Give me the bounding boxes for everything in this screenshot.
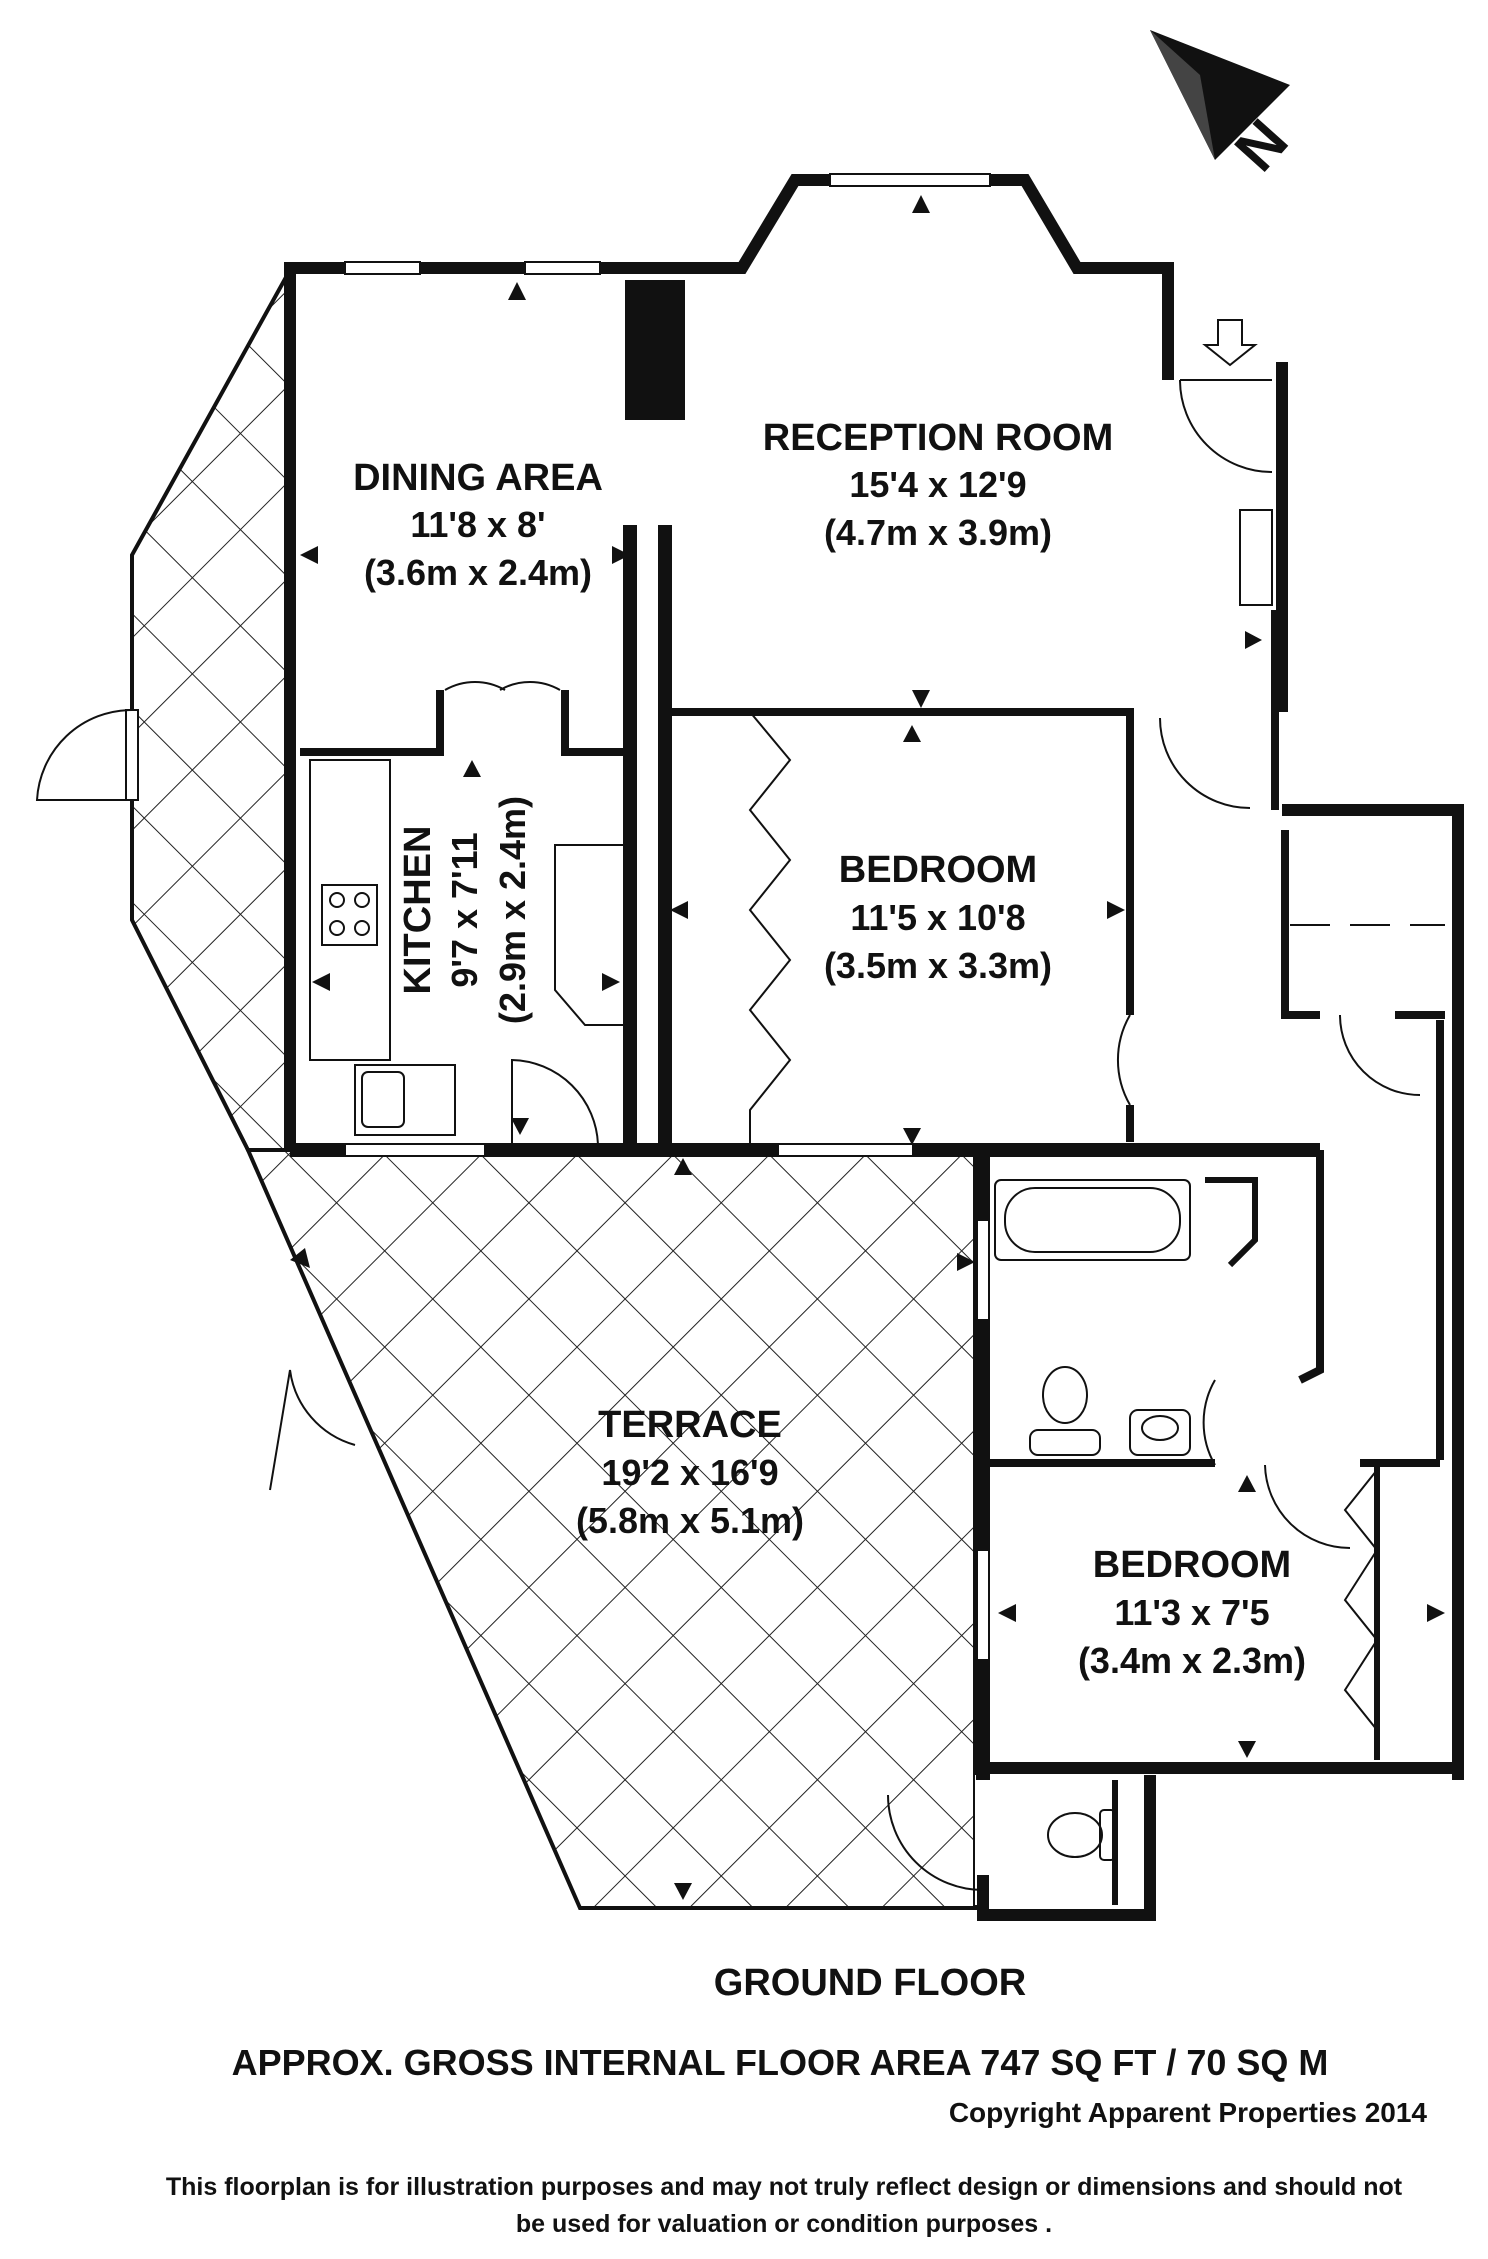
dining-window-2	[524, 261, 601, 275]
fixtures	[309, 509, 1445, 1861]
bathroom-window	[976, 1219, 990, 1321]
disclaimer-line-2: be used for valuation or condition purpo…	[516, 2210, 1052, 2238]
room-fills	[300, 180, 1460, 1905]
wc-toilet-icon	[1047, 1809, 1116, 1861]
bedroom1-door	[1116, 1014, 1131, 1106]
reception-metric: (4.7m x 3.9m)	[824, 512, 1052, 553]
hall-door	[1159, 717, 1251, 809]
floor-label: GROUND FLOOR	[714, 1962, 1026, 2004]
front-door	[1179, 379, 1273, 473]
room-labels: RECEPTION ROOM 15'4 x 12'9 (4.7m x 3.9m)…	[353, 417, 1306, 1681]
footer: GROUND FLOOR APPROX. GROSS INTERNAL FLOO…	[166, 1962, 1428, 2238]
bedroom1-metric: (3.5m x 3.3m)	[824, 945, 1052, 986]
windows	[125, 173, 991, 1661]
kitchen-imperial: 9'7 x 7'11	[444, 832, 485, 987]
disclaimer-line-1: This floorplan is for illustration purpo…	[166, 2173, 1403, 2201]
east-wall-mid	[1282, 804, 1464, 1780]
chimney-breast	[625, 280, 685, 420]
dining-name: DINING AREA	[353, 457, 603, 499]
store-wall	[1281, 830, 1320, 1019]
bedroom1-window	[777, 1143, 914, 1157]
side-passage-hatch	[130, 262, 292, 1152]
bathroom-east-wall	[1298, 1150, 1324, 1384]
dining-window-1	[344, 261, 421, 275]
bedroom1-name: BEDROOM	[839, 849, 1037, 891]
kitchen-unit	[554, 844, 626, 1026]
copyright: Copyright Apparent Properties 2014	[949, 2097, 1428, 2128]
floor-area: APPROX. GROSS INTERNAL FLOOR AREA 747 SQ…	[232, 2042, 1329, 2083]
reception-imperial: 15'4 x 12'9	[849, 464, 1026, 505]
kitchen-north-wall	[300, 690, 444, 756]
bedroom1-north-wall	[665, 708, 1134, 1015]
kitchen-double-door-b	[499, 680, 561, 691]
closet-wall	[1205, 1177, 1258, 1268]
wardrobe-bedroom1	[748, 711, 792, 1145]
bedroom2-name: BEDROOM	[1093, 1544, 1291, 1586]
doors	[35, 379, 1421, 1891]
wardrobe-bedroom2	[1343, 1469, 1379, 1731]
kitchen-north-wall-b	[561, 690, 630, 756]
sink-icon	[354, 1064, 456, 1136]
side-door-1	[35, 708, 133, 801]
side-passage-window	[125, 709, 139, 801]
basin-icon	[1129, 1409, 1191, 1456]
kitchen-double-door-a	[444, 680, 506, 691]
dining-imperial: 11'8 x 8'	[410, 504, 545, 545]
bath-icon	[994, 1179, 1191, 1261]
kitchen-window	[344, 1143, 486, 1157]
terrace-imperial: 19'2 x 16'9	[601, 1452, 778, 1493]
kitchen-door	[511, 1058, 599, 1147]
kitchen-metric: (2.9m x 2.4m)	[492, 796, 533, 1024]
bedroom2-metric: (3.4m x 2.3m)	[1078, 1640, 1306, 1681]
wc-walls	[977, 1775, 1156, 1921]
dining-metric: (3.6m x 2.4m)	[364, 552, 592, 593]
bedroom2-imperial: 11'3 x 7'5	[1114, 1592, 1269, 1633]
wc-door	[887, 1794, 984, 1891]
toilet-icon	[1029, 1366, 1101, 1456]
hob-icon	[321, 884, 378, 946]
bathroom-door	[1202, 1379, 1216, 1466]
store-door	[1339, 1014, 1421, 1096]
bay-window	[829, 173, 991, 187]
bedroom1-imperial: 11'5 x 10'8	[850, 897, 1025, 938]
fireplace	[1239, 509, 1273, 606]
terrace-area	[130, 262, 977, 1910]
kitchen-name: KITCHEN	[397, 826, 439, 995]
terrace-metric: (5.8m x 5.1m)	[576, 1500, 804, 1541]
reception-name: RECEPTION ROOM	[763, 417, 1113, 459]
terrace-name: TERRACE	[598, 1404, 782, 1446]
north-arrow-icon: N	[1150, 30, 1301, 184]
kitchen-counter	[309, 759, 391, 1061]
bedroom2-window	[976, 1549, 990, 1661]
entry-arrow-icon	[1202, 319, 1258, 367]
bedroom2-door	[1264, 1464, 1351, 1549]
dimension-arrows	[290, 195, 1445, 1900]
side-door-2	[269, 1369, 356, 1491]
